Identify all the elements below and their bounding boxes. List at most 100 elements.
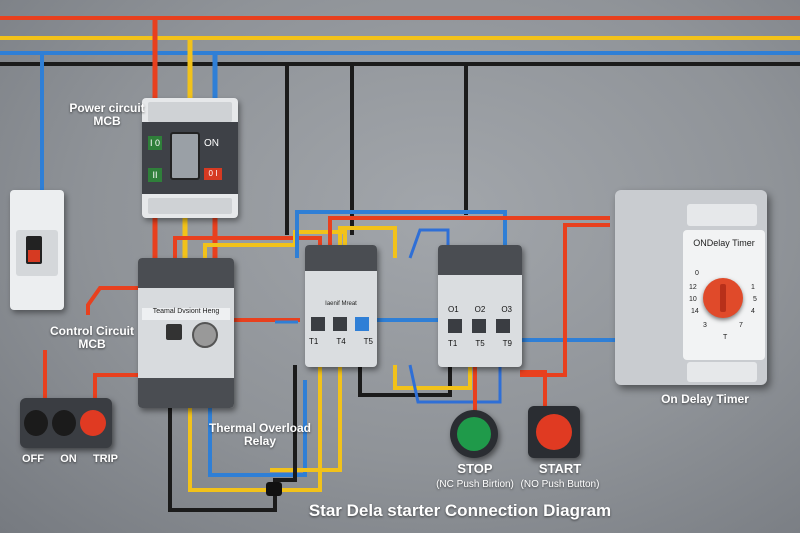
power-mcb-label: Power circuit MCB (62, 101, 152, 129)
yellow-lower-wire (393, 365, 472, 390)
red-control-wire (86, 286, 140, 315)
start-button-wire (520, 370, 547, 408)
red-selector-wire-2 (93, 373, 150, 400)
stop-label: STOP (NC Push Birtion) (420, 461, 530, 491)
overload-relay-label-line1: Thermal Overload (208, 421, 312, 435)
timer-label: On Delay Timer (661, 392, 749, 406)
red-top-wire (328, 216, 610, 258)
timer-dial-number-3: 3 (703, 322, 707, 329)
overload-top-terminals (138, 258, 234, 288)
overload-relay-label: Thermal Overload Relay (200, 421, 320, 449)
contactor-2-terminal-o3: O3 (501, 305, 512, 314)
overload-reset-button[interactable] (166, 324, 182, 340)
contactor-2-bottom-row: T1 T5 T9 (448, 339, 512, 348)
contactor-1-slot-2 (333, 317, 347, 331)
power-mcb-toggle[interactable] (170, 132, 200, 180)
contactor-2-slot-3 (496, 319, 510, 333)
control-mcb-label-line2: MCB (78, 337, 106, 352)
trip-label: TRIP (92, 453, 118, 465)
yellow-top-wire-2 (338, 226, 397, 258)
start-button-housing (528, 406, 580, 458)
start-label: START (NO Push Button) (500, 461, 620, 491)
timer-top-terminal (687, 204, 757, 226)
contactor-2-terminal-t1: T1 (448, 339, 458, 348)
contactor-2-terminal-t9: T9 (502, 339, 512, 348)
power-mcb-label-line2: MCB (93, 114, 121, 129)
power-mcb-ii-text: II (152, 170, 158, 180)
contactor-2-top-row: O1 O2 O3 (448, 305, 512, 314)
timer-knob-pointer (720, 284, 726, 312)
cable-clip (266, 482, 282, 496)
contactor-2-terminal-o2: O2 (474, 305, 486, 314)
contactor-2-terminal-t5: T5 (475, 339, 485, 348)
timer-face: ONDelay Timer 0 12 10 14 1 5 4 3 7 T (683, 230, 765, 360)
contactor-2-slot-2 (472, 319, 486, 333)
timer-dial-number-5: 5 (753, 296, 757, 303)
selector-switch (20, 398, 112, 448)
overload-dial[interactable] (192, 322, 218, 348)
overload-bottom-terminals (138, 378, 234, 408)
off-button[interactable] (24, 410, 48, 436)
stop-sublabel-text: (NC Push Birtion) (436, 479, 514, 491)
power-mcb-ii-indicator: II (148, 168, 162, 182)
control-mcb-label: Control Circuit MCB (42, 324, 142, 352)
control-mcb-toggle[interactable] (26, 236, 42, 264)
contactor-2-terminal-o1: O1 (448, 305, 459, 314)
timer-dial-number-12: 12 (689, 284, 697, 291)
blue-bottom-loop (208, 380, 307, 477)
contactor-1-terminal-t1: T1 (309, 337, 319, 346)
contactor-2-slot-1 (448, 319, 462, 333)
timer-dial-title: ONDelay Timer (693, 238, 755, 248)
power-mcb-label-line1: Power circuit (69, 101, 145, 115)
blue-top-wire-2 (408, 228, 450, 259)
contactor-1-terminal-row: T1 T4 T5 (309, 337, 373, 346)
contactor-1: Iaenif Mreat T1 T4 T5 (305, 245, 377, 367)
overload-relay-label-line2: Relay (243, 434, 277, 449)
contactor-1-terminal-t4: T4 (336, 337, 346, 346)
power-mcb-face: I 0 II ON 0 I (142, 122, 238, 194)
selector-labels: OFF ON TRIP (22, 453, 118, 465)
timer-knob[interactable] (703, 278, 743, 318)
timer-bottom-terminal (687, 362, 757, 382)
contactor-1-top-terminals (305, 245, 377, 271)
timer-dial-number-10: 10 (689, 296, 697, 303)
thermal-overload-relay: Teamal Dvsiont Heng (138, 258, 234, 408)
on-button[interactable] (52, 410, 76, 436)
blue-lower-wire (408, 364, 502, 404)
contactor-2-top-terminals (438, 245, 522, 275)
power-mcb-indicator: I 0 (148, 136, 162, 150)
on-label: ON (60, 453, 77, 465)
timer-dial-number-0: 0 (695, 270, 699, 277)
power-mcb-top-terminal (148, 102, 232, 122)
timer-dial-number-4: 4 (751, 308, 755, 315)
timer-dial-number-t: T (723, 334, 728, 341)
off-label: OFF (22, 453, 44, 465)
red-timer-wire (520, 223, 610, 377)
contactor-2: O1 O2 O3 T1 T5 T9 (438, 245, 522, 367)
power-mcb-i-left-text: I 0 (149, 138, 160, 148)
power-mcb-i-right-text: 0 I (208, 169, 218, 178)
control-mcb-toggle-tip (28, 250, 40, 262)
power-mcb-red-indicator: 0 I (204, 168, 222, 180)
contactor-1-plate: Iaenif Mreat (325, 301, 357, 307)
start-button[interactable] (536, 414, 572, 450)
blue-bridge-wire (295, 210, 507, 258)
control-mcb (10, 190, 64, 310)
yellow-bottom-loop (188, 365, 322, 492)
start-sublabel-text: (NO Push Button) (520, 479, 600, 491)
on-delay-timer: ONDelay Timer 0 12 10 14 1 5 4 3 7 T (615, 190, 767, 385)
overload-plate: Teamal Dvsiont Heng (142, 308, 230, 320)
contactor-1-slot-1 (311, 317, 325, 331)
diagram-title: Star Dela starter Connection Diagram (308, 501, 612, 520)
trip-button[interactable] (80, 410, 106, 436)
timer-dial-number-14: 14 (691, 308, 699, 315)
contactor-1-slot-3 (355, 317, 369, 331)
black-lower-wire (358, 360, 452, 397)
timer-dial-number-7: 7 (739, 322, 743, 329)
contactor-1-terminal-t5: T5 (363, 337, 373, 346)
stop-button[interactable] (457, 417, 491, 451)
power-mcb: I 0 II ON 0 I (142, 98, 238, 218)
stop-label-text: STOP (457, 461, 493, 476)
